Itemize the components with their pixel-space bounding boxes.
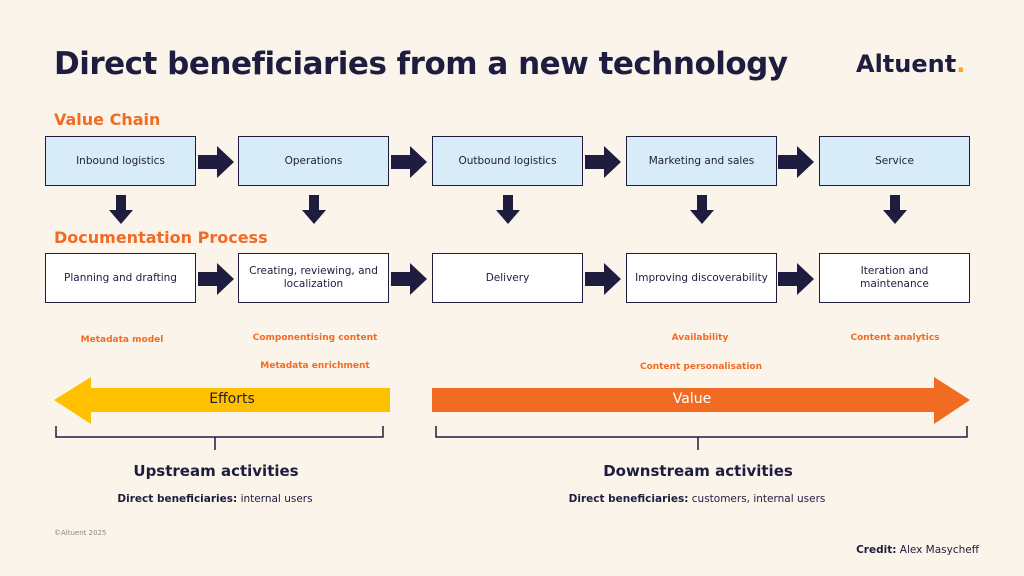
value-chain-step: Inbound logistics bbox=[45, 136, 196, 186]
credit: Credit: Alex Masycheff bbox=[856, 544, 979, 556]
down-arrow-icon bbox=[302, 195, 326, 224]
right-arrow-icon bbox=[778, 263, 814, 295]
copyright: ©Altuent 2025 bbox=[54, 529, 107, 537]
value-chain-step: Outbound logistics bbox=[432, 136, 583, 186]
doc-process-step: Creating, reviewing, and localization bbox=[238, 253, 389, 303]
credit-value: Alex Masycheff bbox=[896, 544, 979, 556]
value-chain-step: Marketing and sales bbox=[626, 136, 777, 186]
right-arrow-icon bbox=[778, 146, 814, 178]
down-arrow-icon bbox=[690, 195, 714, 224]
efforts-label: Efforts bbox=[209, 391, 255, 407]
right-arrow-icon bbox=[391, 146, 427, 178]
logo-dot: . bbox=[956, 50, 966, 78]
beneficiaries-value: customers, internal users bbox=[688, 493, 826, 505]
doc-process-step: Improving discoverability bbox=[626, 253, 777, 303]
down-arrow-icon bbox=[109, 195, 133, 224]
value-chain-heading: Value Chain bbox=[54, 110, 161, 129]
credit-label: Credit: bbox=[856, 544, 897, 556]
right-arrow-icon bbox=[585, 263, 621, 295]
logo: Altuent. bbox=[856, 50, 965, 78]
tag: Availability bbox=[671, 333, 729, 343]
right-arrow-icon bbox=[198, 263, 234, 295]
doc-process-step: Delivery bbox=[432, 253, 583, 303]
value-arrow bbox=[432, 377, 970, 424]
beneficiaries-label: Direct beneficiaries: bbox=[568, 493, 689, 505]
page-title: Direct beneficiaries from a new technolo… bbox=[54, 46, 788, 82]
right-arrow-icon bbox=[391, 263, 427, 295]
doc-process-step: Planning and drafting bbox=[45, 253, 196, 303]
value-chain-step: Operations bbox=[238, 136, 389, 186]
efforts-arrow bbox=[54, 377, 390, 424]
upstream-brace bbox=[55, 426, 384, 450]
right-arrow-icon bbox=[198, 146, 234, 178]
logo-text: Altuent bbox=[856, 50, 957, 78]
right-arrow-icon bbox=[585, 146, 621, 178]
doc-process-step: Iteration and maintenance bbox=[819, 253, 970, 303]
beneficiaries-value: internal users bbox=[237, 493, 313, 505]
downstream-beneficiaries: Direct beneficiaries: customers, interna… bbox=[569, 493, 826, 505]
tag: Content personalisation bbox=[639, 362, 763, 372]
upstream-beneficiaries: Direct beneficiaries: internal users bbox=[117, 493, 312, 505]
value-chain-step: Service bbox=[819, 136, 970, 186]
value-label: Value bbox=[672, 391, 712, 407]
tag: Metadata model bbox=[80, 335, 164, 345]
tag: Metadata enrichment bbox=[260, 361, 370, 371]
upstream-title: Upstream activities bbox=[133, 462, 299, 480]
tag: Componentising content bbox=[252, 333, 378, 343]
beneficiaries-label: Direct beneficiaries: bbox=[117, 493, 238, 505]
downstream-brace bbox=[435, 426, 968, 450]
down-arrow-icon bbox=[883, 195, 907, 224]
downstream-title: Downstream activities bbox=[603, 462, 793, 480]
documentation-process-heading: Documentation Process bbox=[54, 228, 268, 247]
down-arrow-icon bbox=[496, 195, 520, 224]
tag: Content analytics bbox=[850, 333, 940, 343]
